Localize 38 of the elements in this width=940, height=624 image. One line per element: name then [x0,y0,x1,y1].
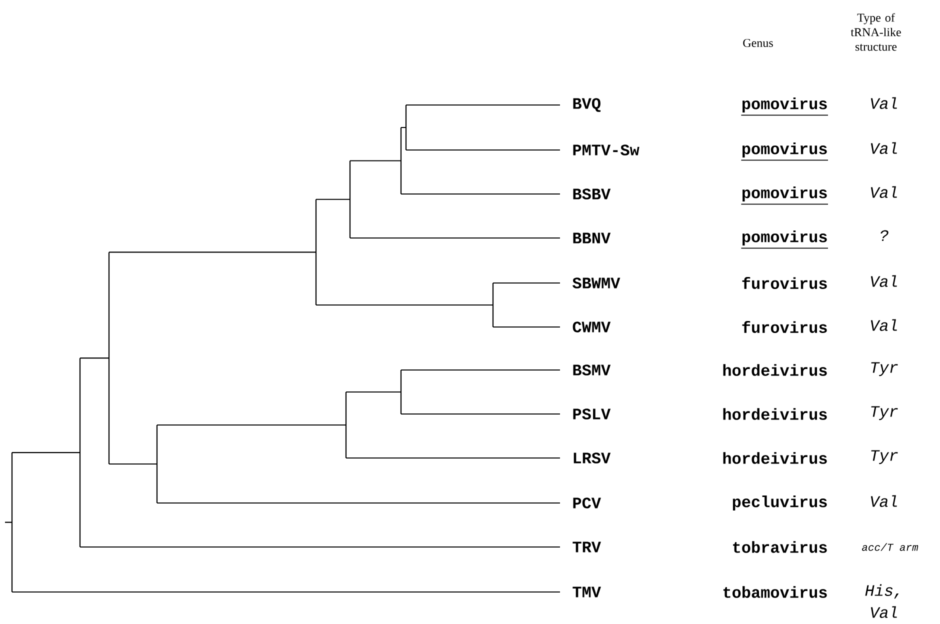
column-header: Type of tRNA-like structure [850,13,901,51]
genus-label: hordeivirus [723,364,827,376]
taxon-label: TMV [572,586,601,598]
taxon-label: SBWMV [572,278,620,288]
taxon-label: TRV [572,542,601,552]
genus-label: tobravirus [733,541,827,553]
genus-label: pomovirus [740,98,828,116]
genus-label: furovirus [742,277,827,289]
genus-label: pomovirus [740,230,828,249]
column-header: Genus [743,38,773,48]
structure-type: Tyr [871,406,898,420]
structure-type: acc/T arm [862,543,918,551]
genus-label: tobamovirus [723,586,827,598]
structure-type: Val [870,319,897,331]
structure-type: His, Val [865,584,899,618]
taxon-label: CWMV [572,322,611,332]
taxon-label: BBNV [573,232,611,244]
structure-type: Val [870,275,897,287]
genus-label: pomovirus [740,142,828,161]
taxon-label: BSMV [573,364,611,376]
taxon-label: PSLV [573,408,611,420]
structure-type: Val [870,186,897,198]
genus-label: pomovirus [740,186,828,205]
genus-label: hordeivirus [723,452,827,464]
structure-type: Val [870,495,897,507]
taxon-label: BVQ [573,98,601,112]
genus-label: pecluvirus [732,496,827,510]
genus-label: furovirus [742,321,827,333]
structure-type: ? [880,230,888,241]
taxon-label: LRSV [574,452,611,464]
structure-type: Val [870,97,897,109]
taxon-label: BSBV [573,188,611,200]
structure-type: Tyr [871,362,898,376]
taxon-label: PMTV-Sw [573,144,640,156]
genus-label: hordeivirus [723,408,827,420]
structure-type: Tyr [871,450,898,464]
structure-type: Val [870,142,897,154]
taxon-label: PCV [573,498,601,508]
